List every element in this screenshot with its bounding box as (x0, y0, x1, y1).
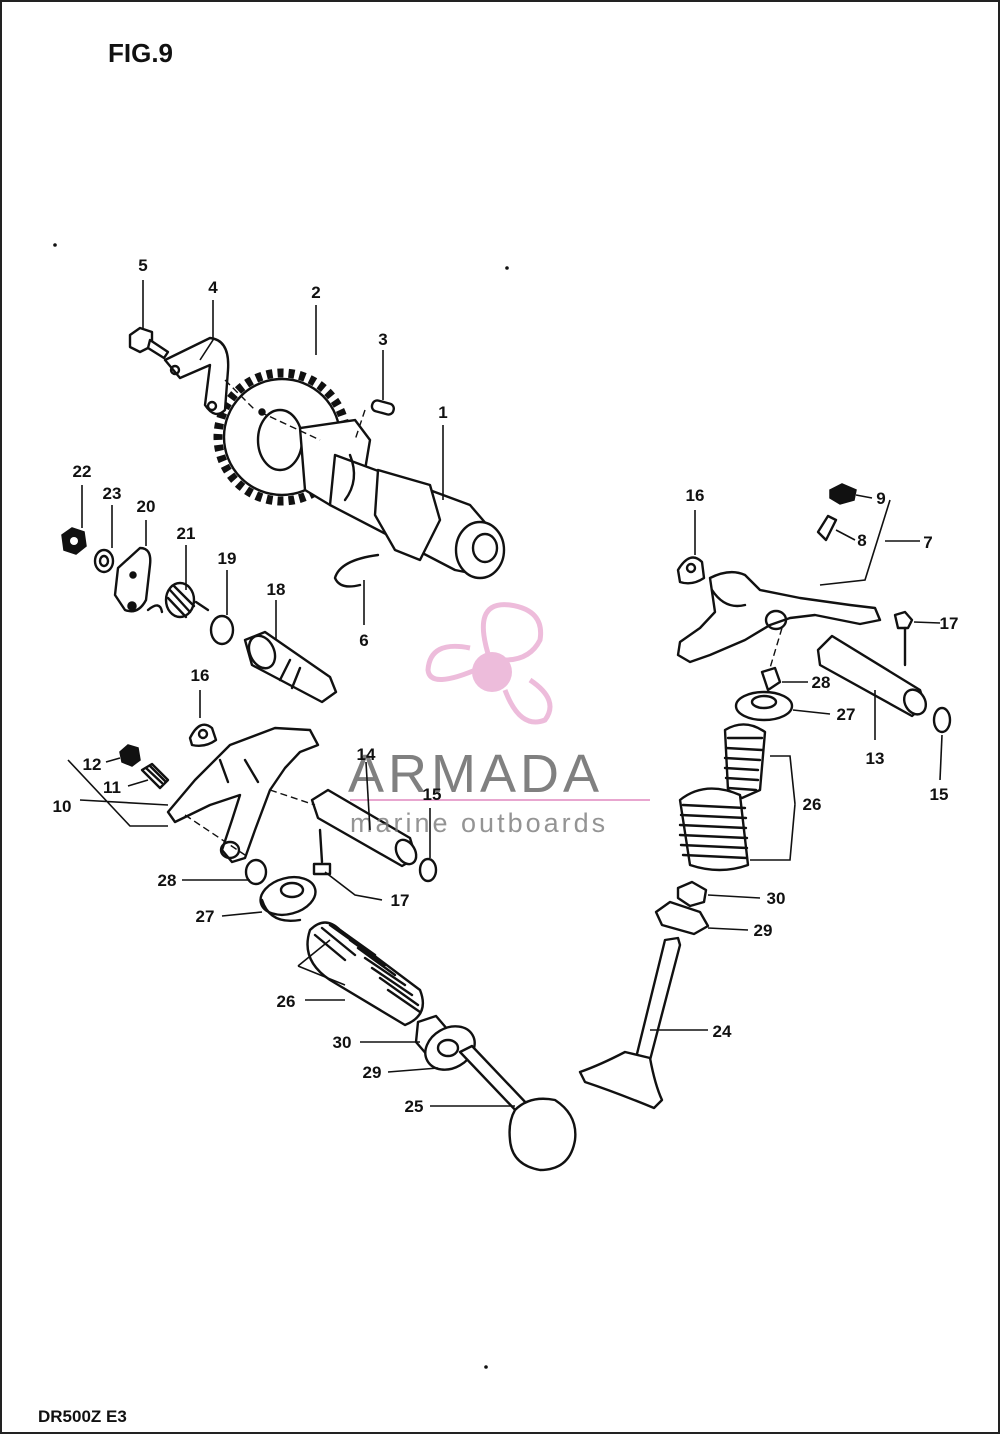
callout-19: 19 (218, 549, 237, 568)
callout-26-left: 26 (277, 992, 296, 1011)
callout-24: 24 (713, 1022, 732, 1041)
dowel-pin-3-part (370, 399, 395, 416)
bolt-5-part (128, 326, 170, 360)
callout-30-left: 30 (333, 1033, 352, 1052)
assembly-line (354, 409, 366, 441)
print-speck (505, 266, 509, 270)
callout-3: 3 (378, 330, 387, 349)
watermark-brand: ARMADA (348, 744, 603, 804)
bolt-17-right-part (893, 610, 914, 667)
callout-1: 1 (438, 403, 447, 422)
callout-15-right: 15 (930, 785, 949, 804)
callout-18: 18 (267, 580, 286, 599)
callout-17-right: 17 (940, 614, 959, 633)
rocker-arm-left-part (166, 726, 320, 864)
callout-labels: 1 2 3 4 5 6 7 8 9 10 11 12 13 14 15 15 1… (53, 256, 959, 1116)
leader-lines (67, 280, 943, 1107)
cotter-28-right-part (760, 666, 782, 692)
callout-5: 5 (138, 256, 147, 275)
nut-22-part (61, 527, 87, 555)
retainer-27-left-part (259, 875, 317, 922)
callout-27-left: 27 (196, 907, 215, 926)
seat-29-right-part (654, 900, 710, 936)
callout-7: 7 (923, 533, 932, 552)
callout-10: 10 (53, 797, 72, 816)
callout-16-right: 16 (686, 486, 705, 505)
callout-28-right: 28 (812, 673, 831, 692)
callout-6: 6 (359, 631, 368, 650)
callout-22: 22 (73, 462, 92, 481)
callout-29-right: 29 (754, 921, 773, 940)
callout-25: 25 (405, 1097, 424, 1116)
valve-25-part (458, 1044, 577, 1172)
callout-29-left: 29 (363, 1063, 382, 1082)
callout-11: 11 (103, 778, 121, 797)
callout-9: 9 (876, 489, 885, 508)
cam-chain-guide-part (163, 336, 230, 416)
washer-23-part (93, 548, 115, 574)
nut-9-part (829, 483, 857, 505)
callout-30-right: 30 (767, 889, 786, 908)
adjuster-8-part (816, 514, 838, 542)
assembly-line (184, 814, 246, 856)
callout-28-left: 28 (158, 871, 177, 890)
callout-21: 21 (177, 524, 196, 543)
assembly-line (224, 379, 256, 411)
assembly-line (259, 411, 321, 441)
valve-24-part (578, 936, 682, 1110)
callout-2: 2 (311, 283, 320, 302)
lever-20-part (113, 546, 152, 613)
print-speck (53, 243, 57, 247)
assembly-line (769, 627, 783, 669)
springs-26-right-part (678, 723, 767, 872)
bolt-17-left-part (312, 828, 332, 876)
shaft-18-part (243, 630, 338, 704)
callout-8: 8 (857, 531, 866, 550)
o-ring-15-right-part (932, 706, 952, 734)
o-ring-15-left-part (418, 857, 438, 883)
armada-logo-mark (425, 602, 553, 725)
callout-20: 20 (137, 497, 156, 516)
springs-26-left-part (306, 921, 425, 1027)
camshaft-part (298, 418, 506, 580)
circlip-6-part (333, 553, 380, 588)
assembly-line (269, 789, 316, 806)
plate-16-left-part (188, 723, 218, 748)
callout-15-left: 15 (423, 785, 442, 804)
callout-16-left: 16 (191, 666, 210, 685)
figure-title: FIG.9 (108, 38, 173, 68)
washer-19-part (209, 614, 235, 646)
callout-12: 12 (83, 755, 102, 774)
spring-21-part (146, 581, 210, 619)
rocker-shaft-13-part (816, 634, 928, 718)
retainer-27-right-part (734, 690, 794, 722)
model-code: DR500Z E3 (38, 1407, 127, 1426)
seat-29-left-part (424, 1025, 476, 1071)
cotter-28-left-part (244, 858, 268, 886)
callout-23: 23 (103, 484, 122, 503)
callout-17-left: 17 (391, 891, 410, 910)
callout-27-right: 27 (837, 705, 856, 724)
watermark-tagline: marine outboards (350, 808, 608, 838)
plate-16-right-part (676, 556, 706, 585)
callout-14: 14 (357, 745, 376, 764)
print-speck (484, 1365, 488, 1369)
seal-30-right-part (676, 880, 708, 908)
callout-26-right: 26 (803, 795, 822, 814)
rocker-arm-right-part (676, 570, 882, 664)
nut-12-part (119, 744, 141, 767)
callout-13: 13 (866, 749, 885, 768)
callout-4: 4 (208, 278, 218, 297)
adjuster-11-part (140, 762, 170, 790)
rocker-shaft-14-part (310, 788, 418, 868)
